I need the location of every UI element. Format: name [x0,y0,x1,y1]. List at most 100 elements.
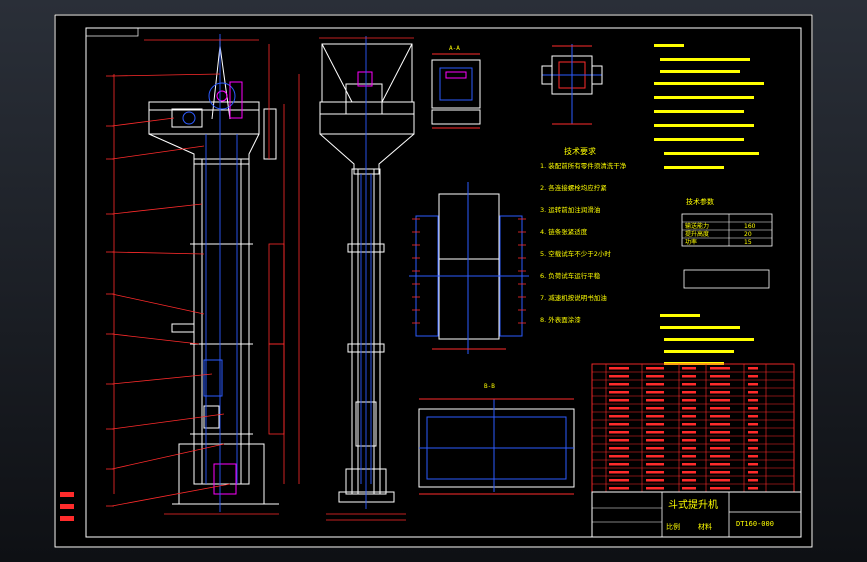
parts-cell-text [748,399,758,402]
parts-cell-text [609,455,629,458]
note-line [654,124,754,127]
parts-cell-text [646,407,664,410]
parts-cell-text [646,391,664,394]
plan-view-ticks [412,218,526,324]
parts-cell-text [710,439,730,442]
note-line [664,152,759,155]
parts-cell-text [748,439,758,442]
parts-cell-text [609,479,629,482]
param-name: 提升高度 [685,230,709,238]
parts-cell-text [646,487,664,490]
parts-cell-text [748,463,758,466]
note-line [660,70,740,73]
parts-cell-text [609,407,629,410]
parts-cell-text [646,423,664,426]
parts-cell-text [748,447,758,450]
tech-item: 7. 减速机按说明书加油 [540,293,607,302]
parts-cell-text [646,375,664,378]
note-line [654,138,744,141]
parts-cell-text [682,471,696,474]
parts-cell-text [710,471,730,474]
leader-line [111,413,225,430]
front-dimensions [113,39,300,515]
tech-item: 2. 各连接螺栓均应拧紧 [540,183,607,192]
parts-cell-text [609,423,629,426]
parts-cell-text [646,471,664,474]
tech-item: 1. 装配前所有零件须清洗干净 [540,161,627,170]
note-line [660,314,700,317]
parts-cell-text [682,439,696,442]
side-centerlines [360,36,372,509]
tech-item: 4. 链条张紧适度 [540,227,588,236]
parts-cell-text [710,375,730,378]
parts-cell-text [682,431,696,434]
parts-list-table [591,363,795,493]
note-line [654,110,744,113]
parts-cell-text [646,415,664,418]
parts-cell-text [609,487,629,490]
note-line [654,44,684,47]
parts-cell-text [748,471,758,474]
parts-cell-text [682,487,696,490]
section-label-b: B-B [484,383,495,390]
parts-cell-text [682,479,696,482]
leader-line [111,443,225,470]
param-box-2 [683,269,770,289]
corner-label-box [85,27,139,37]
parts-cell-text [710,455,730,458]
note-line [664,166,724,169]
parts-cell-text [646,479,664,482]
leader-line [111,117,175,127]
drawing-name: 斗式提升机 [668,498,718,511]
parts-cell-text [682,399,696,402]
parts-cell-text [609,391,629,394]
parts-cell-text [609,439,629,442]
leader-line [111,203,203,215]
note-line [664,338,754,341]
parts-cell-text [609,375,629,378]
note-line [654,96,754,99]
parts-cell-text [646,447,664,450]
parts-cell-text [710,487,730,490]
parts-cell-text [609,399,629,402]
drawing-number: DT160-000 [736,520,774,528]
parts-cell-text [710,479,730,482]
leader-line [111,251,205,255]
param-name: 功率 [685,238,697,246]
parts-cell-text [748,455,758,458]
side-dimensions [319,37,414,521]
parts-cell-text [682,375,696,378]
parts-cell-text [609,463,629,466]
front-elevation [148,38,279,505]
parts-cell-text [646,455,664,458]
parts-cell-text [748,487,758,490]
parts-cell-text [682,455,696,458]
parts-cell-text [710,415,730,418]
param-value: 20 [744,231,752,238]
tech-item: 6. 负荷试车运行平稳 [540,271,601,280]
parts-cell-text [682,367,696,370]
front-centerlines [205,34,238,512]
material-label: 材料 [698,522,712,531]
parts-cell-text [748,383,758,386]
parts-cell-text [682,407,696,410]
note-line [660,326,740,329]
tech-item: 5. 空载试车不少于2小时 [540,249,611,258]
parts-cell-text [748,479,758,482]
parts-cell-text [748,415,758,418]
leader-line [111,73,221,77]
detail-view-2 [541,44,603,125]
detail-view-1 [431,53,481,129]
param-name: 输送能力 [685,222,709,230]
tech-item: 3. 运转前加注润滑油 [540,205,600,214]
note-line [654,82,764,85]
parts-cell-text [646,439,664,442]
parts-cell-text [646,431,664,434]
outer-frame [54,14,813,548]
param-heading: 技术参数 [686,197,714,206]
parts-cell-text [748,367,758,370]
parts-cell-text [646,367,664,370]
boot-plan-view [418,398,575,495]
